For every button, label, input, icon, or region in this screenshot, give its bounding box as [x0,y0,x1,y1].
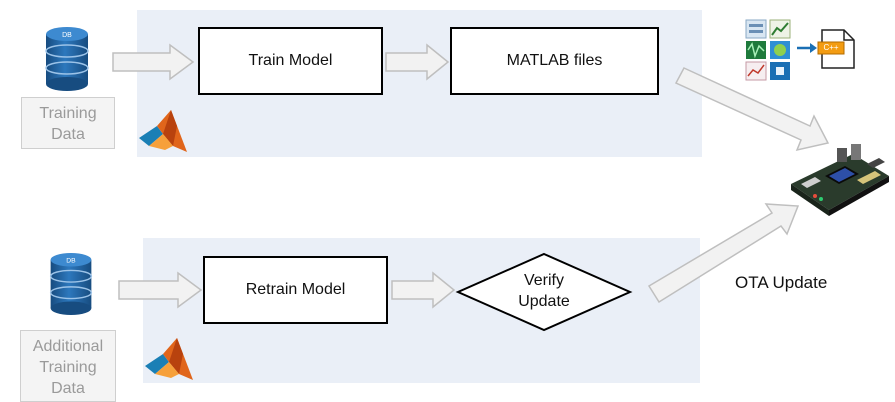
app-icons-grid [745,19,791,81]
database-icon: DB [49,252,93,316]
database-icon: DB [45,27,89,91]
matlab-files-box: MATLAB files [450,27,659,95]
arrow-right-icon [797,43,817,53]
cpp-file-icon [817,29,855,69]
additional-training-data-label: Additional Training Data [20,330,116,402]
retrain-model-box: Retrain Model [203,256,388,324]
svg-text:DB: DB [66,258,76,265]
train-model-box: Train Model [198,27,383,95]
ota-update-label: OTA Update [735,273,828,292]
verify-update-label: Verify Update [518,272,570,310]
matlab-logo-icon [145,338,193,380]
flow-arrow [118,271,203,309]
verify-update-diamond [455,252,633,332]
svg-text:DB: DB [62,32,72,39]
cpp-label: C++ [823,43,839,52]
flow-arrow [385,43,450,81]
matlab-logo-icon [139,110,187,152]
flow-arrow [391,271,456,309]
flow-arrow [112,43,195,81]
training-data-label: Training Data [21,97,115,149]
embedded-board-icon [791,144,889,216]
